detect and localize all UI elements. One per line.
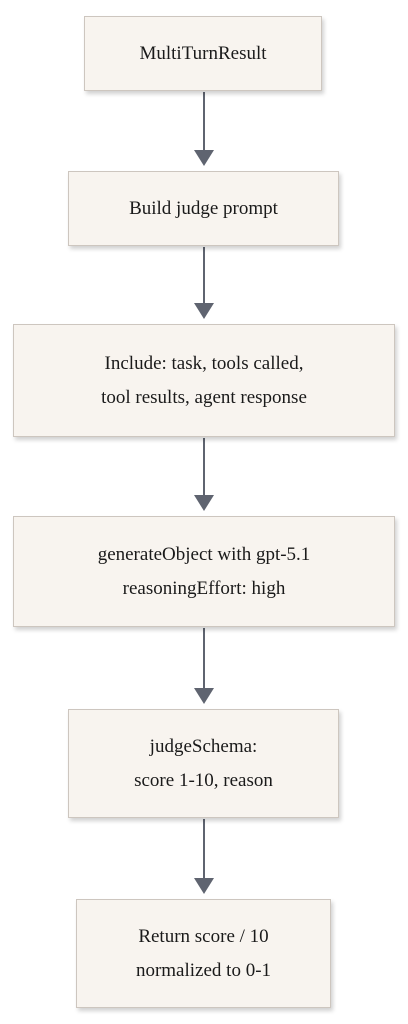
arrow-5-head — [194, 878, 214, 894]
node-include-fields-line-2: tool results, agent response — [101, 386, 307, 408]
node-generate-object-line-1: generateObject with gpt-5.1 — [97, 543, 311, 565]
arrow-5 — [194, 819, 214, 894]
arrow-3 — [194, 438, 214, 511]
node-multi-turn-result-label: MultiTurnResult — [139, 42, 267, 64]
node-multi-turn-result: MultiTurnResult — [84, 16, 322, 91]
node-judge-schema-line-1: judgeSchema: — [149, 735, 258, 757]
node-generate-object: generateObject with gpt-5.1 reasoningEff… — [13, 516, 395, 627]
arrow-1 — [194, 92, 214, 166]
node-generate-object-line-2: reasoningEffort: high — [122, 577, 286, 599]
arrow-2-head — [194, 303, 214, 319]
arrow-4 — [194, 628, 214, 704]
node-include-fields-line-1: Include: task, tools called, — [104, 352, 304, 374]
node-return-score-line-2: normalized to 0-1 — [135, 959, 272, 981]
arrow-2 — [194, 247, 214, 319]
node-judge-schema: judgeSchema: score 1-10, reason — [68, 709, 339, 818]
node-include-fields: Include: task, tools called, tool result… — [13, 324, 395, 437]
node-build-judge-prompt-label: Build judge prompt — [129, 197, 278, 219]
node-return-score: Return score / 10 normalized to 0-1 — [76, 899, 331, 1008]
arrow-3-head — [194, 495, 214, 511]
arrow-1-head — [194, 150, 214, 166]
arrow-4-head — [194, 688, 214, 704]
node-build-judge-prompt: Build judge prompt — [68, 171, 339, 246]
node-return-score-line-1: Return score / 10 — [138, 925, 269, 947]
node-judge-schema-line-2: score 1-10, reason — [134, 769, 273, 791]
